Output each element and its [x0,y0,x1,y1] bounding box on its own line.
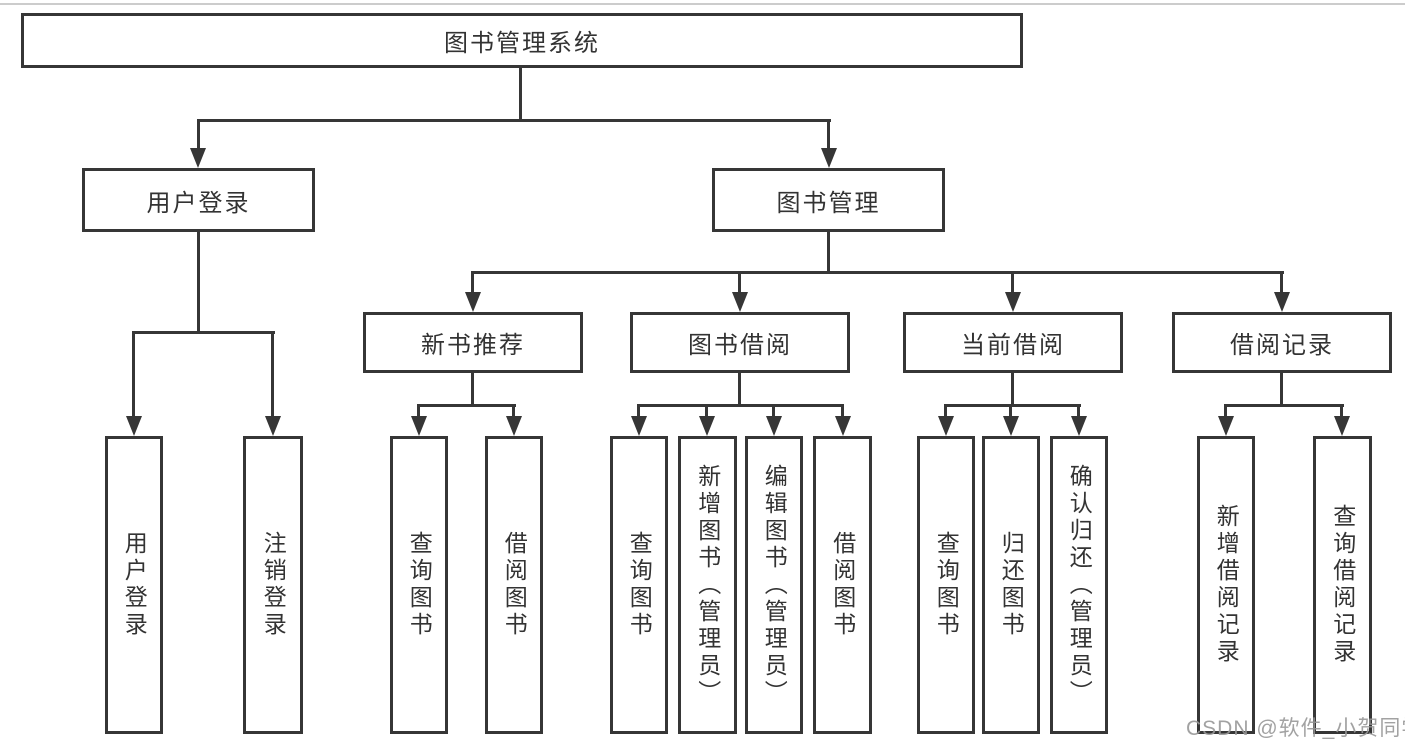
connector-line [1011,373,1014,407]
connector-arrowhead-icon [1274,292,1290,312]
leaf-add-books-admin: 新增图书（管理员） [678,436,737,734]
node-new-book-recommend-label: 新书推荐 [421,332,525,359]
connector-line [637,404,844,407]
connector-line [827,119,830,150]
node-library-system: 图书管理系统 [21,13,1023,68]
node-new-book-recommend: 新书推荐 [363,312,583,373]
connector-line [417,404,516,407]
connector-line [512,404,515,418]
leaf-user-login: 用户登录 [105,436,163,734]
connector-line [705,404,708,418]
connector-line [1280,271,1283,294]
connector-arrowhead-icon [732,292,748,312]
leaf-borrow-books-recommend-label: 借阅图书 [501,531,528,639]
node-book-management: 图书管理 [712,168,945,232]
connector-line [1280,373,1283,407]
connector-arrowhead-icon [1071,416,1087,436]
leaf-confirm-return-admin: 确认归还（管理员） [1050,436,1108,734]
leaf-user-login-label: 用户登录 [121,531,148,639]
leaf-logout: 注销登录 [243,436,303,734]
connector-arrowhead-icon [821,148,837,168]
leaf-edit-books-admin-label: 编辑图书（管理员） [761,463,788,707]
connector-arrowhead-icon [1334,416,1350,436]
connector-line [197,119,831,122]
connector-arrowhead-icon [465,292,481,312]
node-user-login-label: 用户登录 [146,189,251,217]
connector-line [1009,404,1012,418]
connector-line [827,232,830,274]
connector-line [738,271,741,294]
connector-arrowhead-icon [1003,416,1019,436]
connector-line [637,404,640,418]
leaf-add-books-admin-label: 新增图书（管理员） [694,463,721,707]
connector-arrowhead-icon [265,416,281,436]
connector-line [471,271,474,294]
connector-line [132,331,275,334]
connector-arrowhead-icon [1218,416,1234,436]
connector-line [519,68,522,121]
leaf-return-books: 归还图书 [982,436,1040,734]
leaf-query-books-current: 查询图书 [917,436,975,734]
connector-arrowhead-icon [1005,292,1021,312]
leaf-query-books-borrowing: 查询图书 [610,436,668,734]
node-book-borrowing-label: 图书借阅 [688,332,792,359]
connector-arrowhead-icon [126,416,142,436]
node-borrow-records-label: 借阅记录 [1230,332,1334,359]
node-book-borrowing: 图书借阅 [630,312,850,373]
connector-line [1224,404,1227,418]
connector-arrowhead-icon [631,416,647,436]
connector-arrowhead-icon [411,416,427,436]
connector-arrowhead-icon [766,416,782,436]
connector-line [132,331,135,417]
connector-line [417,404,420,418]
leaf-add-borrow-record-label: 新增借阅记录 [1213,504,1240,666]
connector-arrowhead-icon [938,416,954,436]
connector-line [271,331,274,417]
leaf-query-books-current-label: 查询图书 [933,531,960,639]
connector-line [944,404,1081,407]
leaf-query-borrow-record-label: 查询借阅记录 [1329,504,1356,666]
connector-line [1011,271,1014,294]
leaf-query-books-borrowing-label: 查询图书 [626,531,653,639]
leaf-confirm-return-admin-label: 确认归还（管理员） [1066,463,1093,707]
connector-line [841,404,844,418]
leaf-return-books-label: 归还图书 [998,531,1025,639]
leaf-query-books-recommend: 查询图书 [390,436,448,734]
leaf-borrow-books-borrowing: 借阅图书 [813,436,872,734]
node-book-management-label: 图书管理 [776,189,881,217]
connector-line [772,404,775,418]
connector-line [1077,404,1080,418]
connector-line [197,119,200,150]
connector-line [471,373,474,407]
node-current-borrowing: 当前借阅 [903,312,1123,373]
leaf-borrow-books-borrowing-label: 借阅图书 [829,531,856,639]
leaf-logout-label: 注销登录 [260,531,287,639]
leaf-borrow-books-recommend: 借阅图书 [485,436,543,734]
leaf-query-borrow-record: 查询借阅记录 [1313,436,1372,734]
connector-line [471,271,1284,274]
node-borrow-records: 借阅记录 [1172,312,1392,373]
node-library-system-label: 图书管理系统 [444,30,600,57]
leaf-add-borrow-record: 新增借阅记录 [1197,436,1255,734]
connector-arrowhead-icon [506,416,522,436]
connector-line [197,232,200,334]
leaf-query-books-recommend-label: 查询图书 [406,531,433,639]
connector-line [1224,404,1344,407]
connector-line [738,373,741,407]
connector-arrowhead-icon [835,416,851,436]
connector-arrowhead-icon [699,416,715,436]
top-rule [0,3,1405,5]
connector-arrowhead-icon [190,148,206,168]
connector-line [944,404,947,418]
leaf-edit-books-admin: 编辑图书（管理员） [745,436,803,734]
node-current-borrowing-label: 当前借阅 [961,332,1065,359]
connector-line [1340,404,1343,418]
node-user-login: 用户登录 [82,168,315,232]
watermark: CSDN @软件_小贺同学 [1186,717,1405,740]
